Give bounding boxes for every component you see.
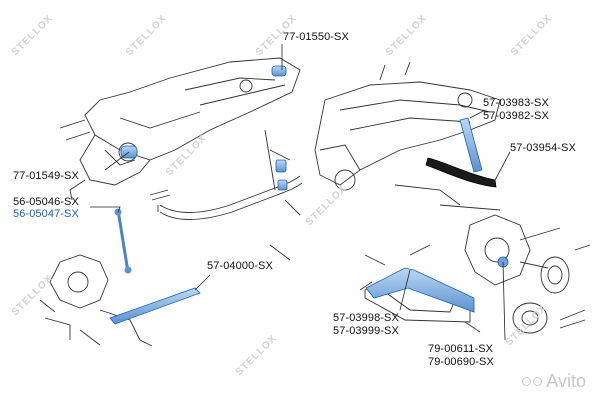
label-arm-lower-long: 57-04000-SX [207,260,273,272]
left-subframe-drawing [39,57,303,347]
part-upper-rod [459,117,483,173]
part-lower-long-arm [109,287,201,325]
label-bushing-left: 77-01549-SX [13,170,79,182]
part-mount-top [271,65,287,77]
label-rod-upper-b: 57-03982-SX [483,110,549,122]
part-link-bottom [124,266,132,274]
label-mount-top: 77-01550-SX [283,31,349,43]
part-stab-bushing [275,159,287,173]
label-arm-curved: 57-03954-SX [510,142,576,154]
label-wishbone-b: 57-03999-SX [333,325,399,337]
part-stab-bushing-2 [277,179,288,191]
label-rod-upper-a: 57-03983-SX [483,97,549,109]
leader-lines [90,44,511,341]
part-wishbone [365,267,475,313]
label-link-a: 56-05046-SX [13,196,79,208]
label-wishbone-a: 57-03998-SX [333,312,399,324]
highlighted-parts [109,65,509,325]
label-bearing-b: 79-00690-SX [428,356,494,368]
part-stabilizer-link [116,209,130,273]
avito-watermark: Avito [522,371,586,392]
avito-text: Avito [546,371,586,391]
right-subframe-drawing [314,61,591,334]
label-link-b: 56-05047-SX [13,208,79,220]
avito-dots-icon [522,377,543,386]
part-curved-arm [425,157,497,188]
label-bearing-a: 79-00611-SX [428,343,494,355]
